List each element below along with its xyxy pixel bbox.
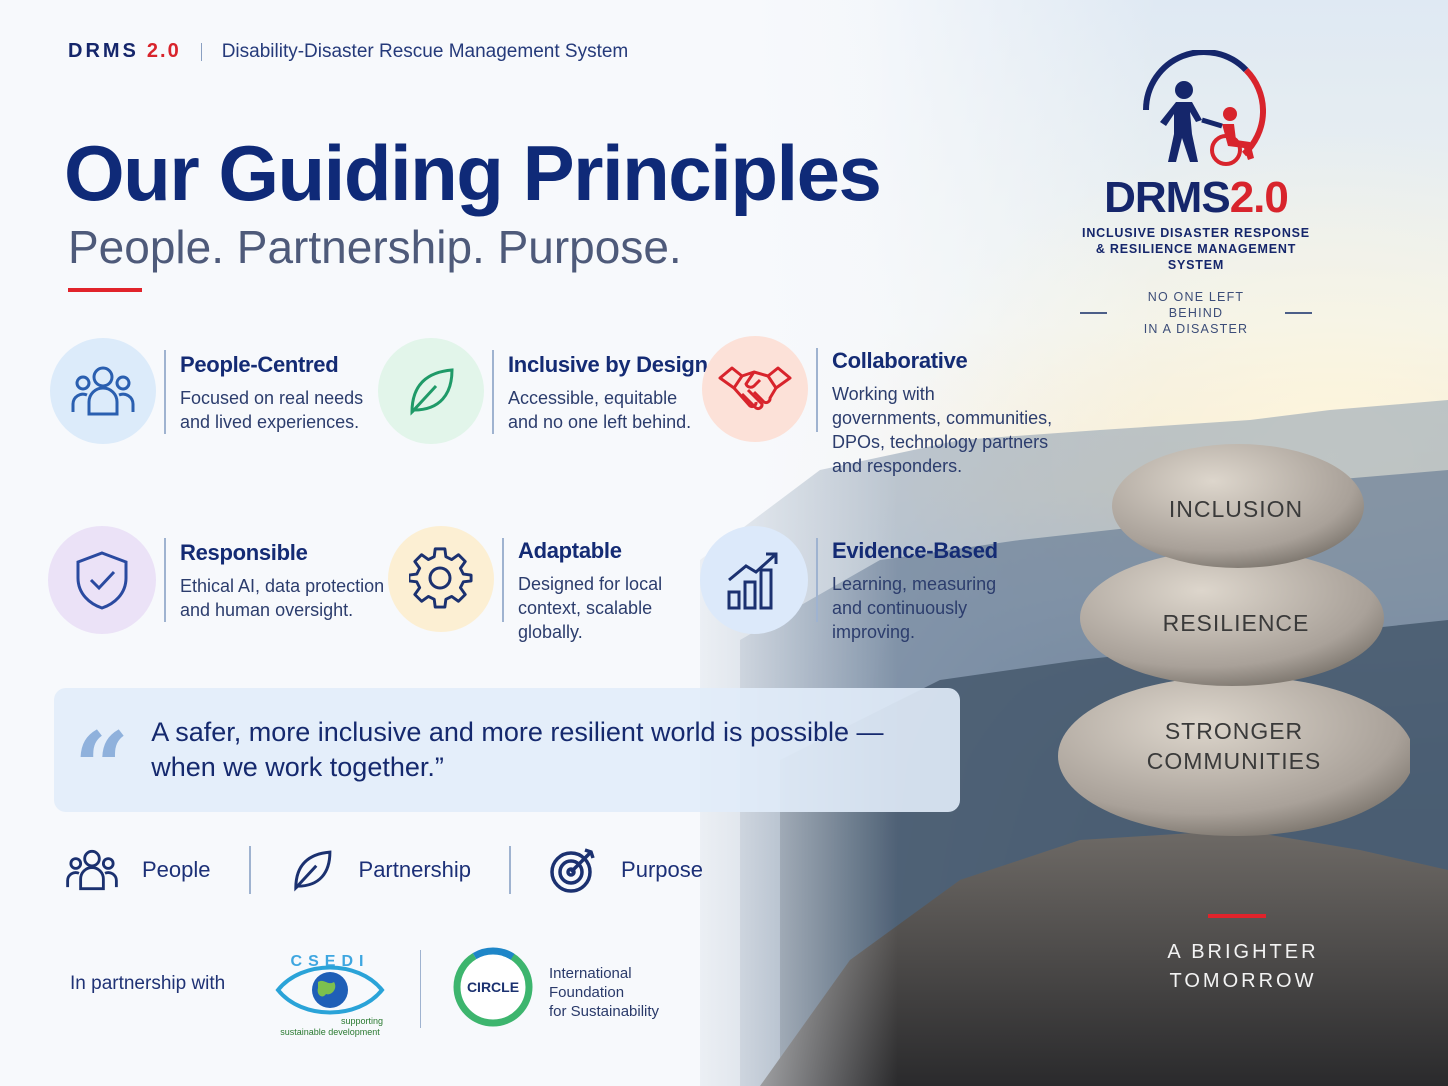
svg-text:supporting: supporting: [341, 1016, 383, 1026]
divider: [420, 950, 421, 1028]
person-wheelchair-icon: [1143, 49, 1266, 166]
drms-logo: DRMS2.0 INCLUSIVE DISASTER RESPONSE & RE…: [1068, 49, 1324, 337]
circle-foundation-name: International Foundation for Sustainabil…: [549, 965, 660, 1020]
csedi-logo: CSEDI supporting sustainable development: [275, 953, 385, 1037]
principle-description: Accessible, equitable and no one left be…: [508, 388, 692, 432]
footer-accent-rule: [1208, 914, 1266, 918]
divider: [1285, 312, 1312, 314]
pillar-partnership: Partnership: [289, 847, 472, 893]
page-title: Our Guiding Principles: [64, 129, 882, 217]
principle-inclusive-by-design: Inclusive by Design Accessible, equitabl…: [378, 338, 708, 444]
principle-description: Learning, measuring and continuously imp…: [832, 574, 997, 642]
target-icon: [550, 848, 595, 893]
principle-title: Evidence-Based: [832, 538, 998, 563]
brand-subtitle: Disability-Disaster Rescue Management Sy…: [221, 40, 629, 62]
principle-title: Inclusive by Design: [508, 352, 708, 377]
stones-illustration: [1058, 444, 1414, 836]
pillar-label: People: [142, 857, 211, 882]
quote-box: “ A safer, more inclusive and more resil…: [54, 688, 960, 816]
footer-tagline: A BRIGHTER TOMORROW: [1167, 941, 1319, 992]
brand-name: DRMS: [68, 40, 139, 62]
principle-responsible: Responsible Ethical AI, data protection …: [48, 526, 384, 634]
quote-mark-icon: “: [74, 711, 130, 824]
stone-label: STRONGER COMMUNITIES: [1146, 718, 1322, 774]
people-icon: [66, 849, 118, 891]
logo-motto: NO ONE LEFT BEHIND IN A DISASTER: [1068, 289, 1324, 337]
divider: [816, 348, 818, 432]
stone-label: INCLUSION: [1168, 496, 1304, 522]
divider: [816, 538, 818, 622]
logo-subtitle: INCLUSIVE DISASTER RESPONSE & RESILIENCE…: [1082, 226, 1310, 272]
page-tagline: People. Partnership. Purpose.: [68, 221, 682, 273]
brand-version: 2.0: [146, 40, 181, 62]
leaf-icon: [378, 338, 484, 444]
divider: [509, 846, 512, 894]
svg-text:CIRCLE: CIRCLE: [467, 979, 519, 995]
pillar-label: Partnership: [358, 857, 472, 882]
svg-text:CSEDI: CSEDI: [291, 953, 370, 970]
principle-description: Focused on real needs and lived experien…: [180, 388, 364, 432]
pillar-purpose: Purpose: [549, 846, 703, 894]
principle-title: People-Centred: [180, 352, 339, 377]
principle-title: Collaborative: [832, 348, 968, 373]
gear-icon: [388, 526, 494, 632]
top-bar: DRMS 2.0 Disability-Disaster Rescue Mana…: [68, 40, 628, 63]
divider: [502, 538, 504, 622]
quote-text: A safer, more inclusive and more resilie…: [151, 717, 884, 782]
principle-description: Working with governments, communities, D…: [832, 384, 1053, 476]
pillar-people: People: [66, 848, 211, 892]
leaf-icon: [293, 850, 331, 892]
partner-label: In partnership with: [70, 973, 226, 994]
divider: [492, 350, 494, 434]
principle-description: Ethical AI, data protection and human ov…: [180, 576, 385, 620]
principle-description: Designed for local context, scalable glo…: [518, 574, 663, 642]
divider: [164, 350, 166, 434]
pillars-row: People Partnership Purpose: [66, 846, 703, 894]
bar-chart-icon: [700, 526, 808, 634]
divider: [1080, 312, 1107, 314]
title-accent-rule: [68, 288, 142, 292]
logo-title: DRMS2.0: [1104, 173, 1289, 222]
stone-label: RESILIENCE: [1162, 610, 1310, 636]
handshake-icon: [702, 336, 808, 442]
svg-text:sustainable development: sustainable development: [280, 1027, 380, 1037]
shield-check-icon: [48, 526, 156, 634]
divider: [248, 846, 251, 894]
divider: [164, 538, 166, 622]
principle-adaptable: Adaptable Designed for local context, sc…: [388, 526, 662, 644]
principle-title: Adaptable: [518, 538, 622, 563]
pillar-label: Purpose: [621, 857, 703, 882]
principle-collaborative: Collaborative Working with governments, …: [702, 336, 1052, 478]
principle-evidence-based: Evidence-Based Learning, measuring and c…: [700, 526, 998, 644]
stone-stack: INCLUSION RESILIENCE STRONGER COMMUNITIE…: [1050, 440, 1414, 860]
people-icon: [50, 338, 156, 444]
principle-title: Responsible: [180, 540, 308, 565]
divider: [200, 42, 202, 61]
principle-people-centred: People-Centred Focused on real needs and…: [50, 338, 363, 444]
circle-logo: CIRCLE: [453, 947, 533, 1027]
